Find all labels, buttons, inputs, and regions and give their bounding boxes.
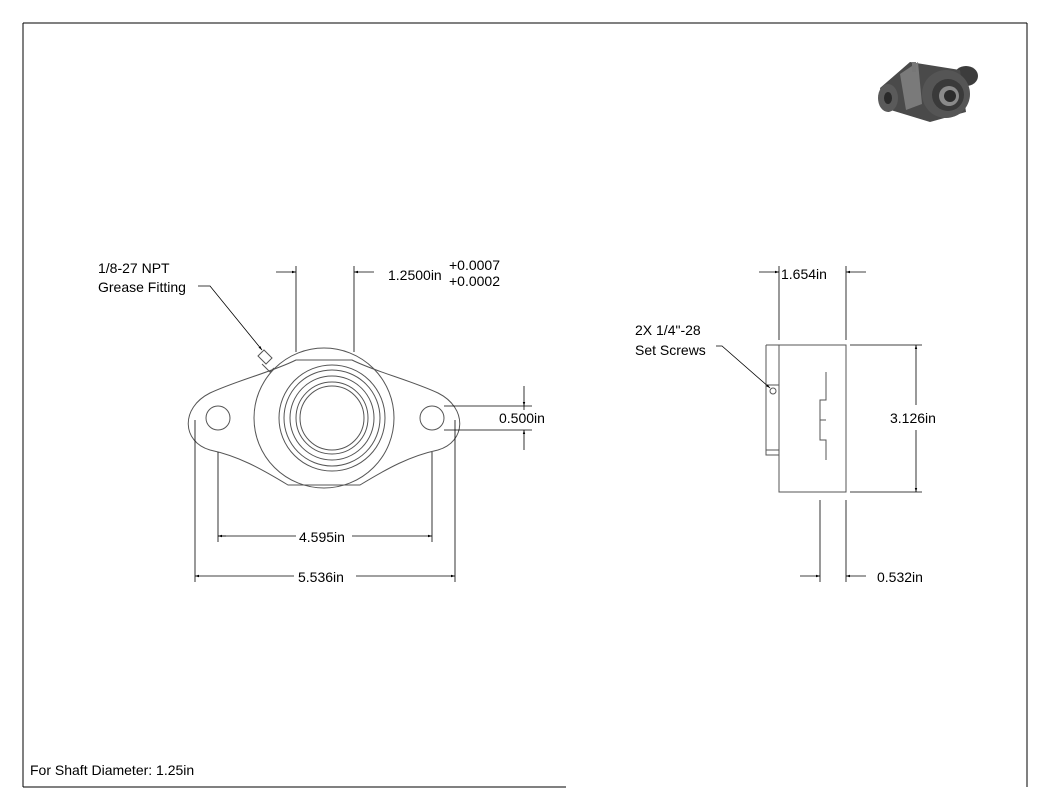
grease-fitting-callout-line1: 1/8-27 NPT [98, 260, 170, 276]
grease-fitting-callout-line2: Grease Fitting [98, 279, 186, 295]
bore-tolerance-minus: +0.0002 [449, 273, 500, 289]
set-screws-callout-line1: 2X 1/4"-28 [635, 322, 701, 338]
mount-hole-dimension: 0.500in [499, 410, 545, 426]
front-view [187, 347, 461, 489]
drawing-border [22, 22, 1028, 788]
bore-dimension: 1.2500in [388, 267, 442, 283]
dimension-lines [194, 266, 922, 582]
set-screws-callout-line2: Set Screws [635, 342, 706, 358]
bore-tolerance-plus: +0.0007 [449, 257, 500, 273]
overall-length-dimension: 5.536in [298, 569, 344, 585]
side-view [765, 344, 847, 493]
leader-lines [198, 285, 771, 389]
height-dimension: 3.126in [890, 410, 936, 426]
bolt-spacing-dimension: 4.595in [299, 529, 345, 545]
width-dimension: 1.654in [781, 266, 827, 282]
shaft-diameter-note: For Shaft Diameter: 1.25in [30, 762, 195, 778]
isometric-bearing-icon [878, 62, 978, 122]
base-offset-dimension: 0.532in [877, 569, 923, 585]
